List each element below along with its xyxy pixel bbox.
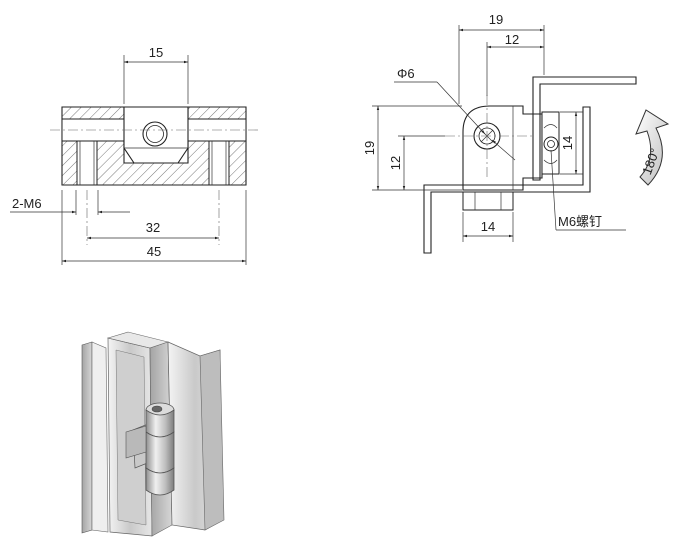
threaded-hole-right (208, 140, 230, 186)
dim-2-m6: 2-M6 (12, 196, 42, 211)
lower-bracket-plate (423, 106, 591, 254)
front-view: 15 2-M6 32 45 (10, 45, 258, 265)
upper-bracket-plate (532, 76, 637, 181)
rotation-arrow-icon: 180° (635, 109, 670, 186)
dim-bottom-14: 14 (481, 219, 495, 234)
dim-right-14: 14 (560, 136, 575, 150)
screw-head (543, 136, 559, 152)
dim-top-19: 19 (489, 12, 503, 27)
dim-diameter: Φ6 (397, 66, 415, 81)
dim-45: 45 (147, 244, 161, 259)
knuckle-body (462, 105, 543, 191)
dim-left-12: 12 (388, 156, 403, 170)
threaded-hole-left (76, 140, 98, 186)
dim-32: 32 (146, 220, 160, 235)
nut-bottom (462, 191, 514, 211)
screw-label: M6螺钉 (558, 214, 602, 229)
dim-top-12: 12 (505, 32, 519, 47)
dim-left-19: 19 (362, 141, 377, 155)
side-view: 19 12 Φ6 19 12 14 14 M6螺钉 (362, 12, 670, 254)
pin-hole-inner (146, 125, 164, 143)
hinge-3d-illustration (81, 331, 225, 537)
dim-15: 15 (149, 45, 163, 60)
